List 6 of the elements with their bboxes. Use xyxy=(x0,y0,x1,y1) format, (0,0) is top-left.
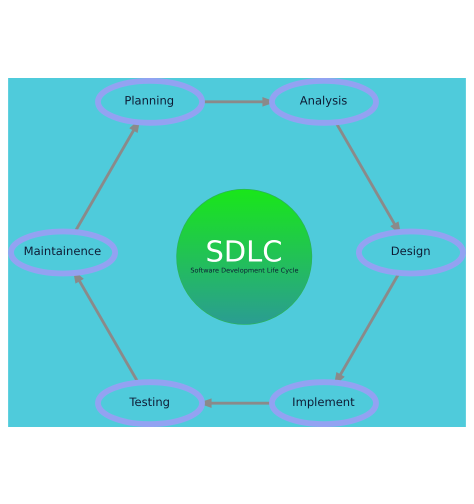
node-ellipse: Design xyxy=(356,228,466,276)
node-ellipse: Maintainence xyxy=(8,228,118,276)
node-ellipse: Planning xyxy=(95,78,205,126)
node-ellipse: Testing xyxy=(95,378,205,426)
node-ellipse: Analysis xyxy=(269,78,379,126)
node-ellipse: Implement xyxy=(269,378,379,426)
